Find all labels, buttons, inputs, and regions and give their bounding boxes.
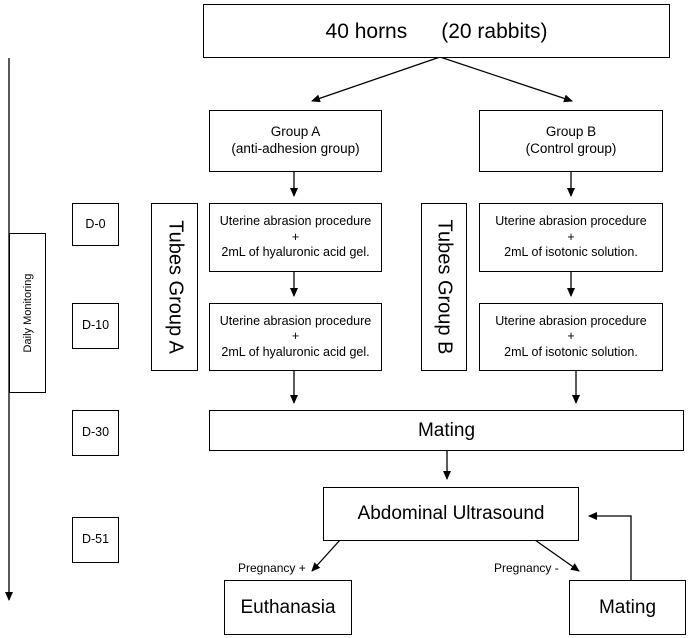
group-a-box: Group A (anti-adhesion group)	[209, 110, 382, 172]
tubes-group-a-label: Tubes Group A	[164, 220, 186, 354]
group-a-d0-procedure: Uterine abrasion procedure + 2mL of hyal…	[209, 203, 382, 272]
day-marker-d30: D-30	[72, 410, 119, 456]
procedure-treatment: 2mL of isotonic solution.	[504, 245, 638, 260]
horns-count: 40 horns	[325, 19, 408, 43]
arrow-top-to-group-b	[439, 56, 573, 103]
day-label: D-30	[81, 425, 110, 440]
procedure-plus: +	[291, 229, 300, 244]
tubes-group-b-label-box: Tubes Group B	[421, 203, 467, 371]
pregnancy-positive-label: Pregnancy +	[238, 561, 306, 575]
group-b-d10-procedure: Uterine abrasion procedure + 2mL of isot…	[479, 303, 663, 371]
procedure-treatment: 2mL of isotonic solution.	[504, 344, 638, 359]
arrow-ultrasound-to-euthanasia	[311, 539, 341, 572]
mating-again-label: Mating	[598, 596, 657, 618]
pregnancy-negative-label: Pregnancy -	[494, 561, 559, 575]
day-marker-d51: D-51	[72, 517, 119, 563]
procedure-treatment: 2mL of hyaluronic acid gel.	[221, 344, 370, 359]
procedure-plus: +	[291, 329, 300, 344]
daily-monitoring-label: Daily Monitoring	[21, 273, 34, 353]
group-a-d10-procedure: Uterine abrasion procedure + 2mL of hyal…	[209, 303, 382, 371]
group-b-d0-procedure: Uterine abrasion procedure + 2mL of isot…	[479, 203, 663, 272]
day-marker-d10: D-10	[72, 303, 119, 349]
procedure-name: Uterine abrasion procedure	[495, 313, 647, 328]
group-a-title: Group A	[270, 124, 321, 140]
mating-box: Mating	[209, 410, 684, 451]
euthanasia-box: Euthanasia	[224, 580, 352, 635]
tubes-group-a-label-box: Tubes Group A	[151, 203, 198, 371]
ultrasound-label: Abdominal Ultrasound	[357, 503, 545, 525]
group-b-subtitle: (Control group)	[525, 141, 617, 156]
procedure-plus: +	[567, 229, 575, 244]
ultrasound-box: Abdominal Ultrasound	[323, 487, 579, 541]
tubes-group-b-label: Tubes Group B	[433, 219, 456, 355]
group-a-subtitle: (anti-adhesion group)	[231, 141, 360, 156]
procedure-treatment: 2mL of hyaluronic acid gel.	[221, 245, 370, 260]
group-b-box: Group B (Control group)	[479, 110, 663, 172]
procedure-name: Uterine abrasion procedure	[219, 214, 372, 229]
mating-again-box: Mating	[569, 580, 686, 635]
arrow-top-to-group-a	[311, 56, 441, 103]
procedure-plus: +	[567, 329, 575, 344]
procedure-name: Uterine abrasion procedure	[219, 313, 372, 328]
day-marker-d0: D-0	[72, 203, 119, 246]
mating-label: Mating	[417, 419, 476, 441]
daily-monitoring-box: Daily Monitoring	[9, 233, 46, 393]
procedure-name: Uterine abrasion procedure	[495, 214, 647, 229]
group-b-title: Group B	[545, 124, 597, 140]
total-subjects-box: 40 horns (20 rabbits)	[203, 4, 670, 58]
euthanasia-label: Euthanasia	[240, 596, 336, 618]
arrow-mating-again-to-ultrasound	[588, 512, 632, 581]
day-label: D-10	[81, 318, 110, 333]
arrow-ultrasound-to-mating-again	[534, 539, 580, 572]
day-label: D-51	[81, 532, 110, 547]
rabbits-count: (20 rabbits)	[441, 19, 548, 43]
day-label: D-0	[85, 216, 106, 231]
